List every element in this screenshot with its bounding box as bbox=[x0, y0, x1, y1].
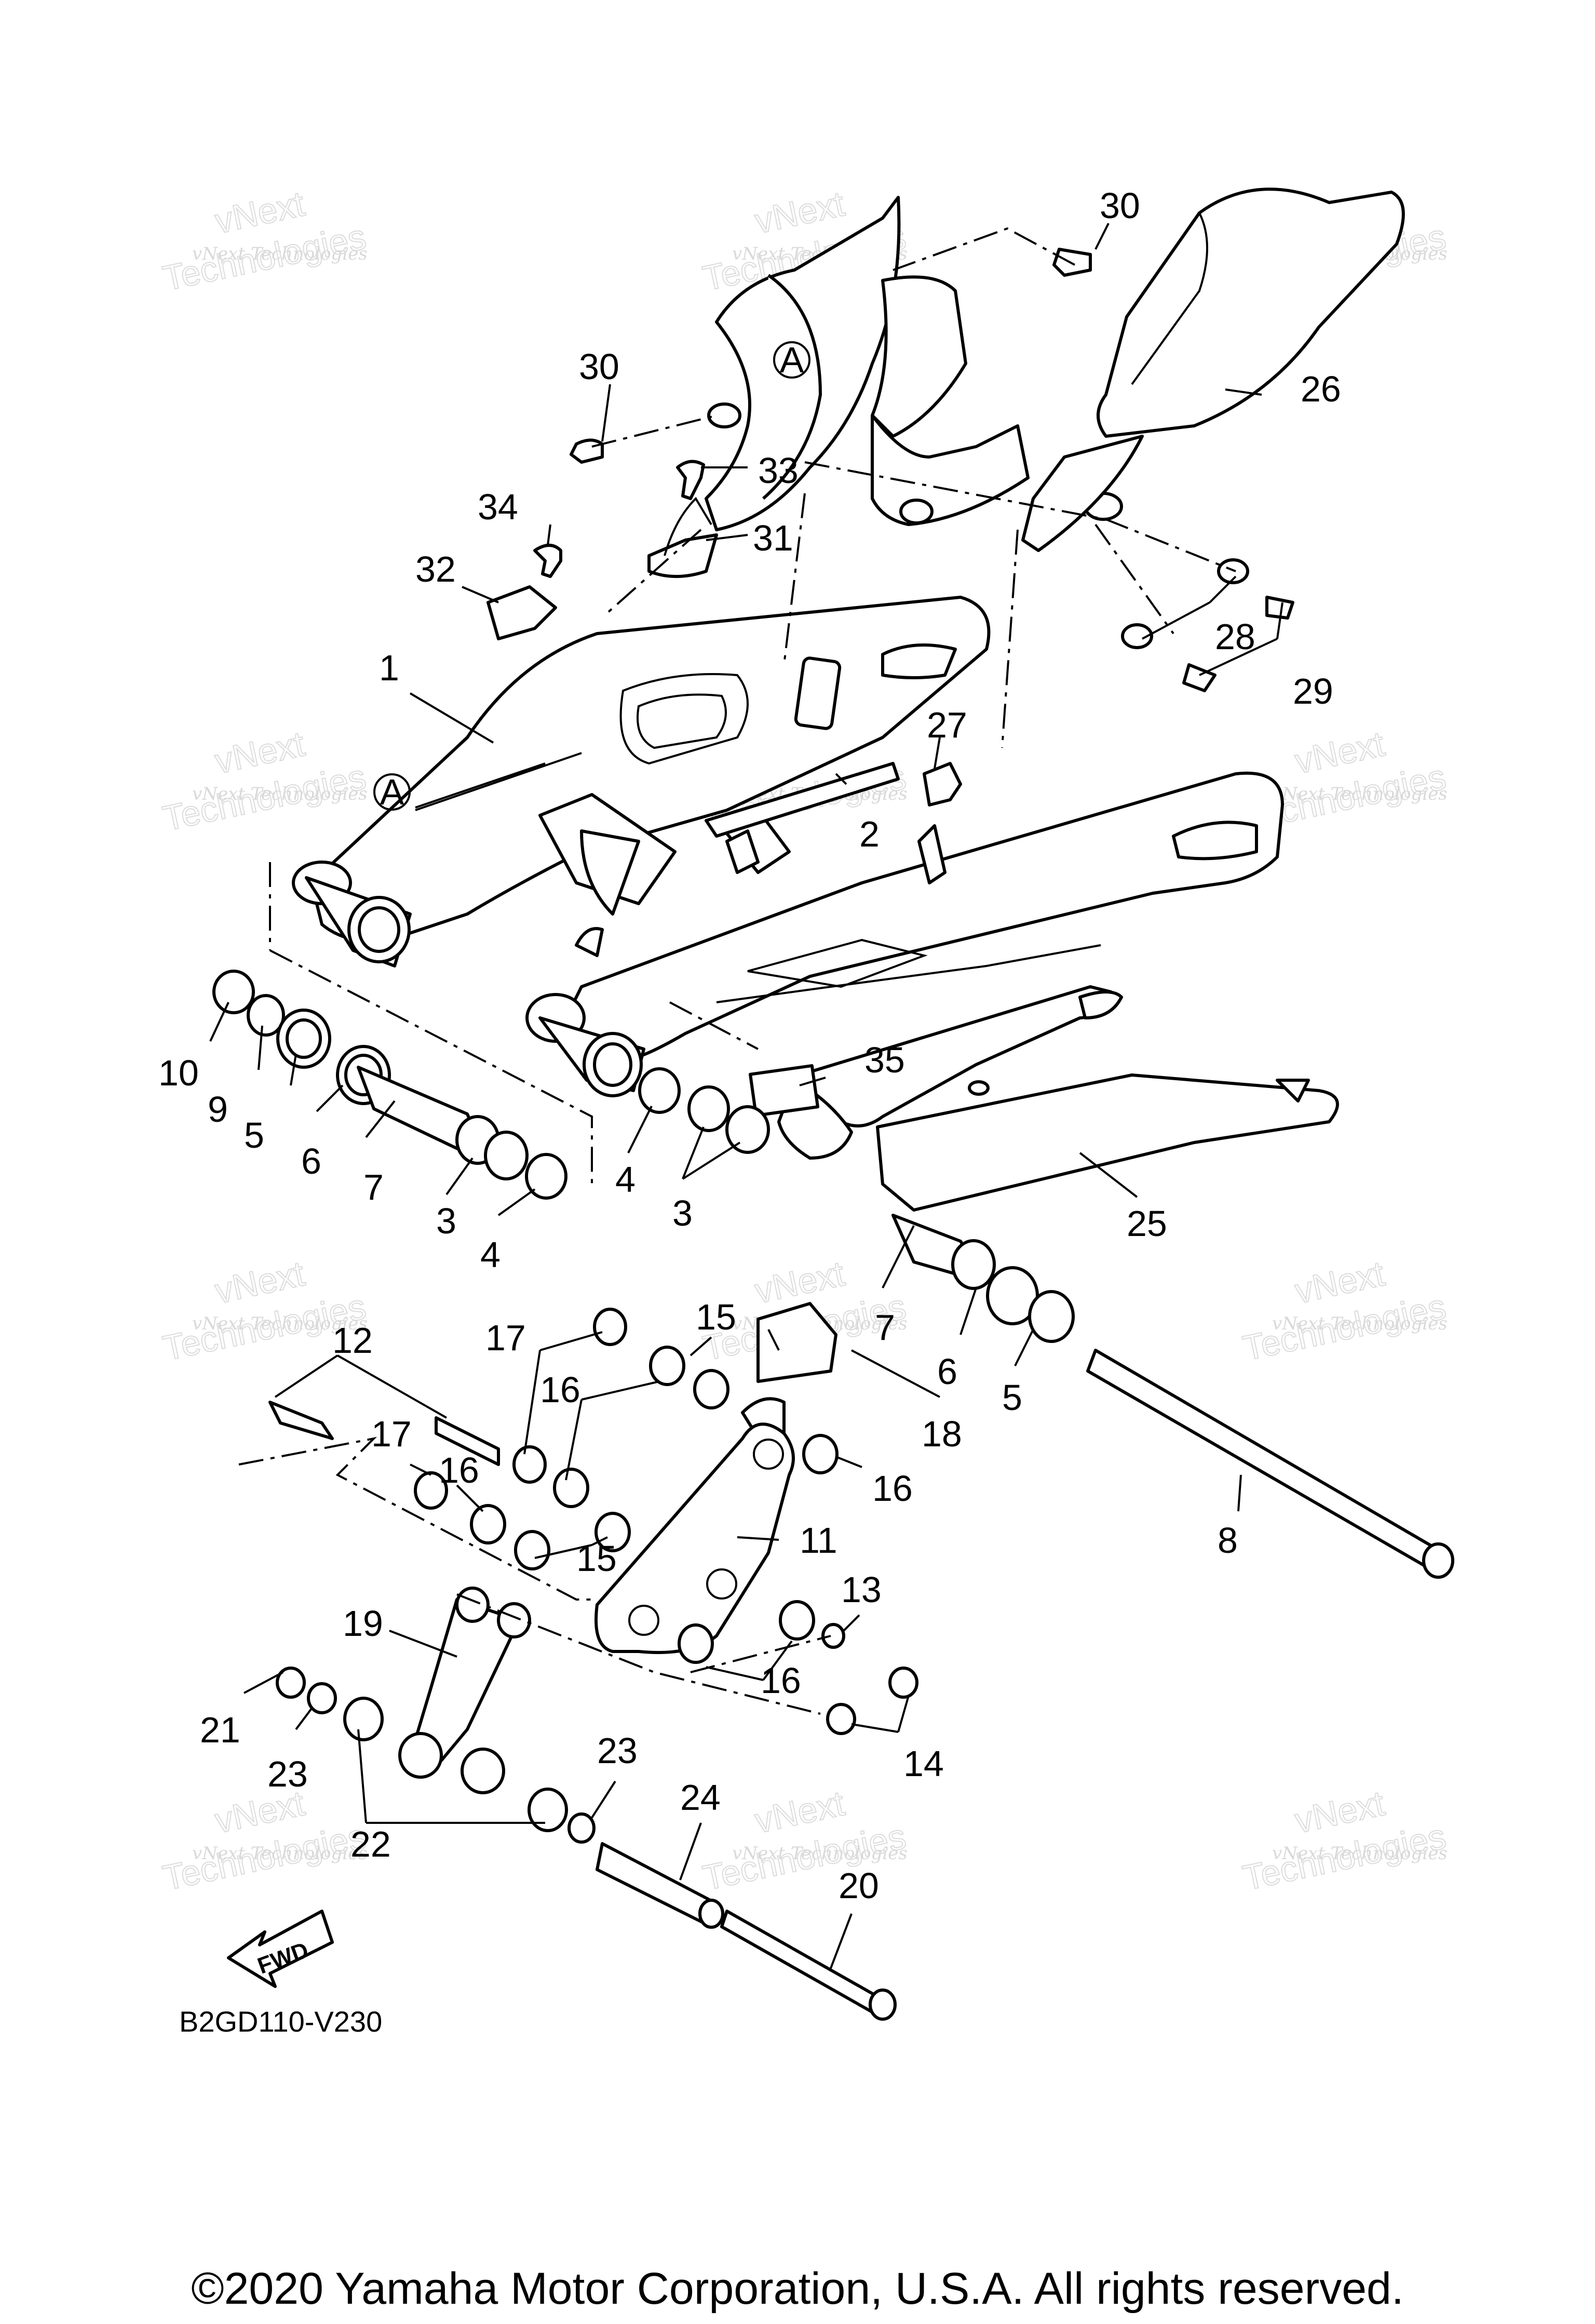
callout-3-left: 3 bbox=[436, 1201, 456, 1241]
fwd-arrow-icon: FWD bbox=[227, 1910, 334, 1988]
part-19-connecting-rod bbox=[276, 1587, 596, 1844]
callout-18: 18 bbox=[922, 1414, 962, 1454]
part-1-swingarm bbox=[292, 596, 1284, 1097]
watermark-line: vNext Technologies bbox=[192, 784, 368, 804]
callout-2: 2 bbox=[859, 814, 880, 854]
callout-27: 27 bbox=[927, 705, 967, 745]
callout-1: 1 bbox=[379, 648, 399, 688]
callout-32: 32 bbox=[415, 549, 456, 589]
part-26-chain-guard bbox=[1021, 187, 1405, 552]
copyright-notice: ©2020 Yamaha Motor Corporation, U.S.A. A… bbox=[191, 2264, 1404, 2314]
assembly-guide-lines bbox=[238, 227, 1236, 1715]
watermark-line: vNext Technologies bbox=[1272, 1843, 1448, 1864]
callout-16-bottom: 16 bbox=[761, 1660, 801, 1701]
part-11-relay-arm bbox=[594, 1302, 837, 1654]
callout-24: 24 bbox=[680, 1777, 721, 1818]
callout-7-left: 7 bbox=[363, 1167, 384, 1207]
callout-15-mid: 15 bbox=[576, 1538, 617, 1579]
watermark-line: vNext Technologies bbox=[1272, 1313, 1448, 1334]
callout-16-right: 16 bbox=[872, 1468, 913, 1509]
callout-23-right: 23 bbox=[597, 1730, 638, 1771]
callout-6-left: 6 bbox=[301, 1141, 321, 1181]
callout-14: 14 bbox=[903, 1743, 944, 1784]
reference-marker-a-2: A bbox=[373, 772, 411, 812]
callout-29: 29 bbox=[1293, 671, 1333, 711]
callout-21: 21 bbox=[200, 1710, 240, 1750]
watermark-line: vNext Technologies bbox=[1272, 784, 1448, 804]
callout-28: 28 bbox=[1215, 616, 1255, 657]
callout-15-top: 15 bbox=[696, 1297, 736, 1337]
watermark-line: vNext Technologies bbox=[192, 1313, 368, 1334]
callout-10: 10 bbox=[158, 1053, 199, 1093]
pivot-hardware-left bbox=[212, 970, 567, 1200]
watermark-line: vNext Technologies bbox=[192, 1843, 368, 1864]
relay-bushings bbox=[268, 1308, 918, 1735]
callout-5-left: 5 bbox=[244, 1115, 264, 1156]
callout-22: 22 bbox=[350, 1824, 391, 1864]
callout-33: 33 bbox=[758, 450, 799, 491]
callout-16-mid: 16 bbox=[439, 1450, 479, 1490]
callout-30-left: 30 bbox=[579, 346, 619, 387]
callout-23-left: 23 bbox=[267, 1754, 308, 1794]
callout-3-right: 3 bbox=[672, 1193, 693, 1233]
reference-marker-a-1: A bbox=[773, 340, 810, 380]
callout-9: 9 bbox=[208, 1089, 228, 1130]
callout-35: 35 bbox=[864, 1040, 905, 1080]
parts-24-20-rear-pivot bbox=[596, 1842, 897, 2021]
part-2-strip bbox=[705, 762, 900, 838]
callout-12: 12 bbox=[332, 1320, 373, 1361]
callout-4-right: 4 bbox=[615, 1159, 636, 1200]
callout-31: 31 bbox=[753, 518, 793, 558]
pivot-hardware-right bbox=[638, 1067, 770, 1154]
callout-6-right: 6 bbox=[937, 1351, 957, 1392]
callout-17-top: 17 bbox=[485, 1318, 526, 1358]
pivot-axle-group bbox=[891, 1214, 1454, 1579]
callout-8: 8 bbox=[1218, 1520, 1238, 1561]
watermark-line: vNext Technologies bbox=[192, 244, 368, 264]
callout-17-mid: 17 bbox=[371, 1414, 412, 1454]
callout-25: 25 bbox=[1127, 1203, 1167, 1244]
part-30-bolt-top bbox=[1052, 248, 1092, 277]
part-35-label bbox=[749, 1064, 819, 1117]
callout-30-top: 30 bbox=[1100, 185, 1140, 226]
callout-16-top: 16 bbox=[540, 1369, 580, 1410]
svg-text:A: A bbox=[780, 340, 804, 380]
callout-19: 19 bbox=[343, 1603, 383, 1644]
callout-26: 26 bbox=[1301, 369, 1341, 409]
callout-13: 13 bbox=[841, 1569, 882, 1610]
callout-numbers: 30 30 26 33 34 31 32 28 29 1 27 2 10 9 5… bbox=[158, 185, 1341, 1906]
callout-7-right: 7 bbox=[875, 1307, 895, 1348]
part-27-clamp bbox=[923, 762, 962, 807]
leader-lines bbox=[209, 223, 1283, 1969]
svg-text:A: A bbox=[380, 772, 404, 812]
part-30-bolt-left bbox=[570, 438, 604, 464]
watermark-line: vNext Technologies bbox=[732, 1843, 908, 1864]
callout-11: 11 bbox=[800, 1520, 837, 1561]
callout-4-left: 4 bbox=[480, 1234, 501, 1275]
part-25-chain-slider bbox=[777, 985, 1339, 1212]
diagram-code: B2GD110-V230 bbox=[179, 2005, 383, 2038]
callout-34: 34 bbox=[478, 487, 518, 527]
callout-5-right: 5 bbox=[1002, 1377, 1022, 1418]
callout-20: 20 bbox=[839, 1865, 879, 1906]
